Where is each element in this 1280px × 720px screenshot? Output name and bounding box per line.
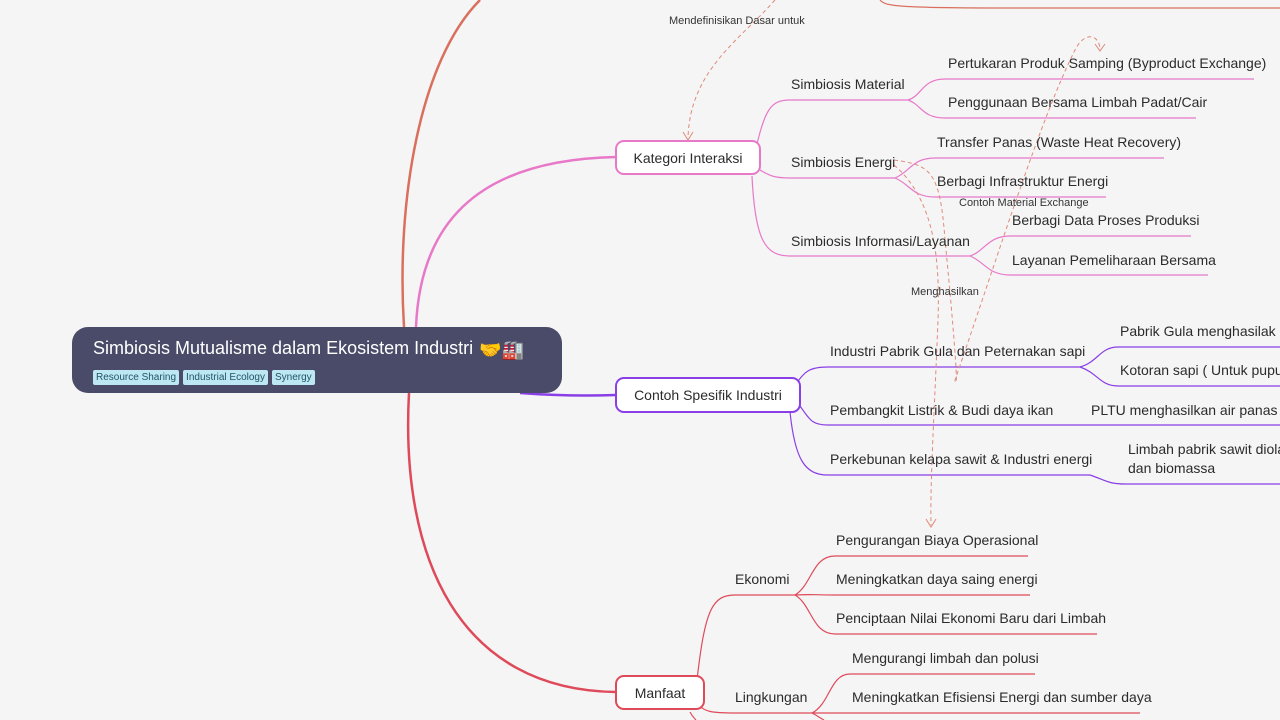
connector-informasi: [751, 175, 970, 257]
node-material-item[interactable]: Pertukaran Produk Samping (Byproduct Exc…: [948, 55, 1267, 71]
connector-lingkungan-item-1: [811, 673, 1035, 714]
connector-informasi-item-2: [969, 255, 1208, 276]
connector-material-item-1: [907, 78, 1254, 101]
connector-top-branch: [401, 0, 481, 328]
node-lingkungan[interactable]: Lingkungan: [735, 689, 808, 705]
node-energi-item[interactable]: Transfer Panas (Waste Heat Recovery): [937, 134, 1182, 150]
tag-industrial-ecology: Industrial Ecology: [183, 370, 268, 385]
connector-manfaat-extra: [689, 711, 697, 720]
connector-material: [754, 99, 908, 153]
node-ekonomi[interactable]: Ekonomi: [735, 571, 790, 587]
node-industri-gula[interactable]: Industri Pabrik Gula dan Peternakan sapi: [830, 343, 1086, 359]
root-title: Simbiosis Mutualisme dalam Ekosistem Ind…: [93, 338, 524, 360]
node-ekonomi-item[interactable]: Meningkatkan daya saing energi: [836, 571, 1038, 587]
connector-gula-item-2: [1079, 366, 1280, 387]
node-material-item[interactable]: Penggunaan Bersama Limbah Padat/Cair: [948, 94, 1208, 110]
node-simbiosis-informasi[interactable]: Simbiosis Informasi/Layanan: [791, 233, 970, 249]
connector-top-right: [879, 0, 1280, 9]
node-informasi-item[interactable]: Layanan Pemeliharaan Bersama: [1012, 252, 1216, 268]
node-kategori-interaksi[interactable]: Kategori Interaksi: [615, 140, 761, 175]
connector-sawit: [789, 411, 1090, 476]
node-lingkungan-item[interactable]: Meningkatkan Efisiensi Energi dan sumber…: [852, 689, 1152, 705]
root-tags: Resource Sharing Industrial Ecology Syne…: [93, 370, 315, 385]
tag-resource-sharing: Resource Sharing: [93, 370, 180, 385]
connector-gula-item-1: [1079, 346, 1280, 368]
connector-energi: [759, 169, 895, 179]
root-node[interactable]: Simbiosis Mutualisme dalam Ekosistem Ind…: [72, 327, 562, 393]
node-simbiosis-energi[interactable]: Simbiosis Energi: [791, 154, 896, 170]
relationship-arrow-3: [893, 164, 939, 526]
handshake-factory-emoji: 🤝🏭: [479, 340, 524, 360]
connector-energi-item-1: [894, 157, 1164, 179]
node-gula-item[interactable]: Pabrik Gula menghasilak ar: [1120, 323, 1280, 339]
connector-material-item-2: [907, 99, 1196, 119]
tag-synergy: Synergy: [271, 370, 315, 385]
arrowhead-3: [925, 518, 937, 528]
node-lingkungan-item[interactable]: Mengurangi limbah dan polusi: [852, 650, 1039, 666]
node-informasi-item[interactable]: Berbagi Data Proses Produksi: [1012, 212, 1200, 228]
connector-kategori: [414, 155, 617, 328]
node-contoh-spesifik-industri[interactable]: Contoh Spesifik Industri: [615, 377, 801, 413]
connector-ekonomi-item-1: [794, 555, 1028, 596]
connector-gula: [794, 366, 1080, 386]
connector-pembangkit: [799, 405, 1280, 426]
relationship-label-contoh-material[interactable]: Contoh Material Exchange: [959, 197, 1089, 209]
node-perkebunan-sawit[interactable]: Perkebunan kelapa sawit & Industri energ…: [830, 451, 1093, 467]
relationship-label-menghasilkan[interactable]: Menghasilkan: [911, 286, 979, 298]
node-pembangkit-listrik[interactable]: Pembangkit Listrik & Budi daya ikan: [830, 402, 1054, 418]
node-simbiosis-material[interactable]: Simbiosis Material: [791, 76, 905, 92]
arrowhead-2: [1094, 43, 1106, 52]
node-manfaat[interactable]: Manfaat: [615, 675, 705, 710]
relationship-arrow-1: [687, 0, 776, 139]
node-energi-item[interactable]: Berbagi Infrastruktur Energi: [937, 173, 1109, 189]
relationship-arrow-2: [893, 36, 1101, 383]
connector-ekonomi: [696, 594, 795, 681]
connector-sawit-item: [1089, 474, 1280, 485]
node-sawit-item-line-1[interactable]: Limbah pabrik sawit diola: [1128, 441, 1280, 457]
node-pembangkit-item[interactable]: PLTU menghasilkan air panas un: [1091, 402, 1280, 418]
node-ekonomi-item[interactable]: Pengurangan Biaya Operasional: [836, 532, 1039, 548]
connector-lingkungan-item-3: [811, 712, 825, 720]
connector-contoh: [519, 391, 617, 397]
connector-ekonomi-item-3: [794, 594, 1097, 635]
node-gula-item[interactable]: Kotoran sapi ( Untuk pupu: [1120, 362, 1280, 378]
node-ekonomi-item[interactable]: Penciptaan Nilai Ekonomi Baru dari Limba…: [836, 610, 1107, 626]
node-sawit-item-line-2[interactable]: dan biomassa: [1128, 460, 1216, 476]
relationship-label-mendefinisikan[interactable]: Mendefinisikan Dasar untuk: [669, 15, 805, 27]
connector-manfaat: [406, 392, 617, 694]
connector-informasi-item-1: [969, 235, 1191, 257]
connector-energi-item-2: [894, 177, 1106, 198]
